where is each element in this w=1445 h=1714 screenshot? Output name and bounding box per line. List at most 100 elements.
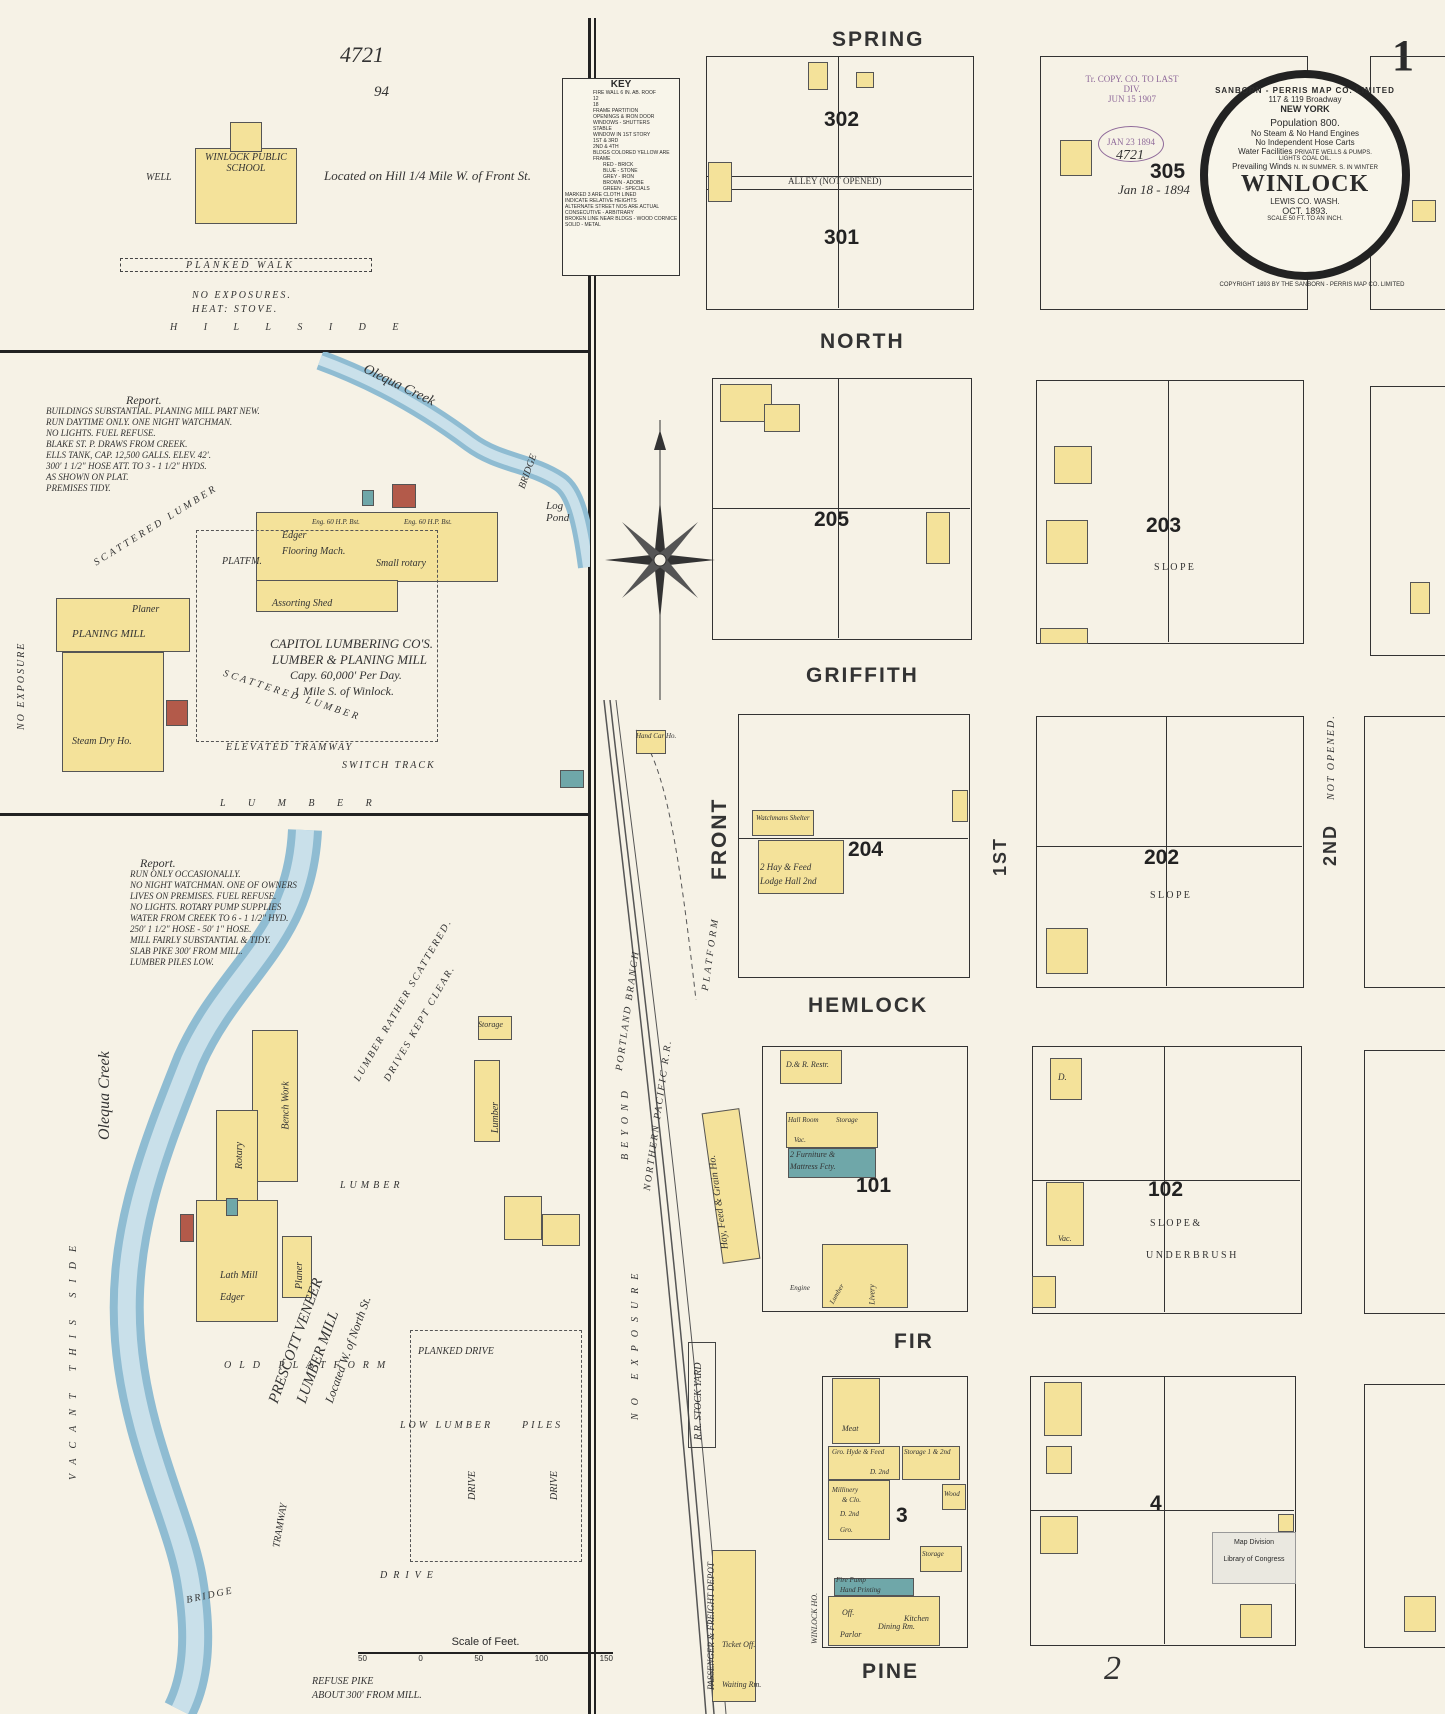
block-3-hotel <box>828 1596 940 1646</box>
capitol-label-eng2: Eng. 60 H.P. Bst. <box>404 518 452 526</box>
capitol-capacity: Capy. 60,000' Per Day. <box>290 668 402 682</box>
school-heat: HEAT: STOVE. <box>192 304 279 315</box>
capitol-report-0: BUILDINGS SUBSTANTIAL. PLANING MILL PART… <box>46 406 260 416</box>
block-204 <box>738 714 970 978</box>
prescott-report-0: RUN ONLY OCCASIONALLY. <box>130 869 241 879</box>
east-building-2 <box>1410 582 1430 614</box>
capitol-report: Report. BUILDINGS SUBSTANTIAL. PLANING M… <box>46 394 296 494</box>
capitol-label-flooring: Flooring Mach. <box>282 546 346 557</box>
handwritten-number: 4721 <box>1116 148 1144 163</box>
capitol-steam-dry-house <box>62 652 164 772</box>
capitol-tramway: ELEVATED TRAMWAY <box>226 742 354 753</box>
key-note-2: ALTERNATE STREET NOS ARE ACTUAL <box>565 204 660 210</box>
olequa-creek-bottom <box>109 828 322 1714</box>
prescott-mill-main <box>196 1200 278 1322</box>
block-3-d2-label: D. 2nd <box>870 1468 890 1476</box>
capitol-report-6: AS SHOWN ON PLAT. <box>46 472 129 482</box>
block-102-d-label: D. <box>1058 1072 1067 1082</box>
street-fir: FIR <box>894 1330 934 1353</box>
capitol-title-2: LUMBER & PLANING MILL <box>272 652 427 667</box>
capitol-report-3: BLAKE ST. P. DRAWS FROM CREEK. <box>46 439 188 449</box>
block-202-number: 202 <box>1144 846 1180 869</box>
block-205-house-2 <box>764 404 800 432</box>
block-3-gro-label-2: Gro. <box>840 1526 853 1534</box>
depot-label: PASSENGER & FREIGHT DEPOT <box>706 1562 716 1690</box>
street-hemlock: HEMLOCK <box>808 994 929 1017</box>
vertical-divider-right <box>594 18 596 1714</box>
capitol-label-planer: Planer <box>132 604 160 615</box>
key-note-1: INDICATE RELATIVE HEIGHTS <box>565 198 637 204</box>
block-205-number: 205 <box>814 508 850 531</box>
rail-small-shed <box>560 770 584 788</box>
capitol-report-2: NO LIGHTS. FUEL REFUSE. <box>46 428 156 438</box>
block-205-house-1 <box>720 384 772 422</box>
block-203 <box>1036 380 1304 644</box>
prescott-east-buildings-2 <box>542 1214 580 1246</box>
block-3-wood <box>942 1484 966 1510</box>
block-302-301 <box>706 56 974 310</box>
transfer-stamp-text: Tr. COPY. CO. TO LAST DIV. <box>1085 74 1179 94</box>
key-row-0: FIRE WALL 6 IN. AB. ROOF <box>593 90 656 96</box>
block-204-watchman <box>752 810 814 836</box>
title-seal: SANBORN - PERRIS MAP CO. LIMITED 117 & 1… <box>1200 70 1410 280</box>
block-3-millinery-label: Millinery <box>832 1486 859 1494</box>
block-3-number: 3 <box>896 1504 908 1527</box>
prescott-low-lumber: LOW LUMBER <box>400 1420 494 1431</box>
capitol-label-edger: Edger <box>282 530 307 541</box>
key-color-4: BROWN - ADOBE <box>603 180 644 186</box>
prescott-report-7: SLAB PIKE 300' FROM MILL. <box>130 946 243 956</box>
scale-tick-3: 100 <box>534 1654 549 1663</box>
prescott-creek-label: Olequa Creek <box>96 1051 113 1140</box>
block-202-hline <box>1036 846 1302 847</box>
prescott-label-rotary: Rotary <box>234 1141 246 1170</box>
scale-tick-2: 50 <box>474 1654 484 1663</box>
block-203-slope: S L O P E <box>1154 562 1194 573</box>
block-101-mattress-label: Mattress Fcty. <box>790 1162 836 1171</box>
seal-address: 117 & 119 Broadway <box>1268 95 1342 104</box>
prescott-label-lath: Lath Mill <box>220 1270 258 1281</box>
block-4 <box>1030 1376 1296 1646</box>
block-101-storage-label: Storage <box>836 1116 858 1124</box>
block-3-storage-2-label: Storage <box>922 1550 944 1558</box>
seal-hose: No Independent Hose Carts <box>1255 138 1355 147</box>
key-row-7: WINDOW IN 1ST STORY <box>593 132 651 138</box>
block-101-restaurant <box>780 1050 842 1084</box>
library-stamp-b: Library of Congress <box>1223 1556 1285 1563</box>
prescott-storage <box>478 1016 512 1040</box>
school-wing <box>230 122 262 152</box>
prescott-report-2: LIVES ON PREMISES. FUEL REFUSE. <box>130 891 277 901</box>
transfer-stamp-date: JUN 15 1907 <box>1107 94 1156 104</box>
block-101-furniture-label: 2 Furniture & <box>790 1150 836 1159</box>
capitol-label-rotary: Small rotary <box>376 558 426 569</box>
scale-title: Scale of Feet. <box>451 1636 520 1648</box>
block-204-lodge-label: Lodge Hall 2nd <box>760 876 817 886</box>
prescott-lumber-label: LUMBER <box>340 1180 404 1191</box>
seal-city: NEW YORK <box>1280 104 1330 114</box>
east-block-5 <box>1364 1384 1445 1648</box>
capitol-boiler <box>392 484 416 508</box>
capitol-main-mill <box>256 512 498 582</box>
capitol-report-1: RUN DAYTIME ONLY. ONE NIGHT WATCHMAN. <box>46 417 233 427</box>
key-title: KEY <box>610 79 632 90</box>
block-102-vac-label: Vac. <box>1058 1234 1072 1243</box>
capitol-label-steam-dry: Steam Dry Ho. <box>72 736 132 747</box>
capitol-report-4: ELLS TANK, CAP. 12,500 GALLS. ELEV. 42'. <box>46 450 211 460</box>
block-4-hline <box>1030 1510 1294 1511</box>
prescott-east-buildings <box>504 1196 542 1240</box>
block-3-kitchen-label: Kitchen <box>904 1614 929 1623</box>
block-102-number: 102 <box>1148 1178 1184 1201</box>
alley-label: ALLEY (NOT OPENED) <box>788 176 882 186</box>
block-3-printing <box>834 1578 914 1596</box>
capitol-location: 1 Mile S. of Winlock. <box>294 684 394 698</box>
key-row-4: OPENINGS & IRON DOOR <box>593 114 655 120</box>
prescott-report-8: LUMBER PILES LOW. <box>130 957 214 967</box>
block-3-parlor-label: Parlor <box>840 1630 862 1639</box>
prescott-report-3: NO LIGHTS. ROTARY PUMP SUPPLIES <box>130 902 282 912</box>
block-3-storage-top <box>902 1446 960 1480</box>
block-3-gro-label: Gro. Hyde & Feed <box>832 1448 885 1456</box>
block-202-house <box>1046 928 1088 974</box>
block-4-house-1 <box>1044 1382 1082 1436</box>
capitol-report-5: 300' 1 1/2" HOSE ATT. TO 3 - 1 1/2" HYDS… <box>46 461 207 471</box>
prescott-drive-3: DRIVE <box>380 1570 439 1581</box>
prescott-label-storage: Storage <box>478 1020 503 1029</box>
